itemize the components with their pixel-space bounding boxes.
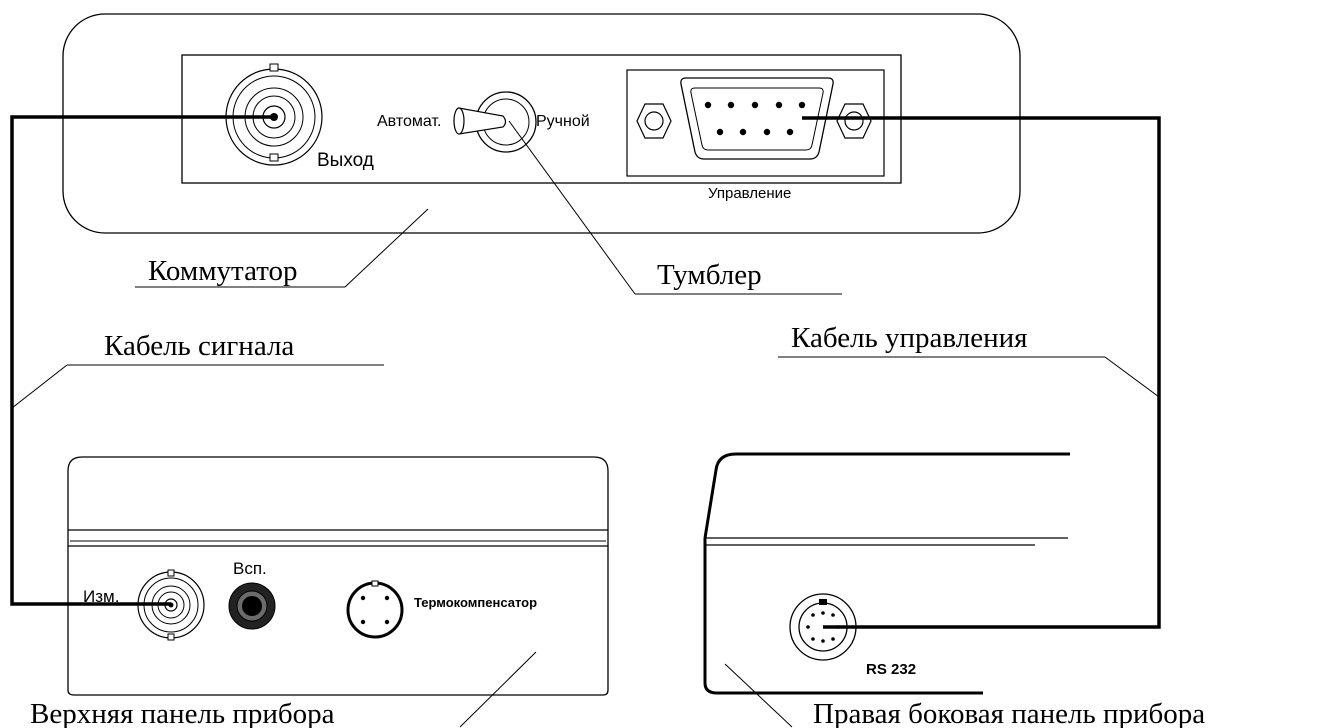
rs232-label: RS 232 <box>866 661 916 678</box>
signal-cable <box>10 115 274 606</box>
db9-control-connector[interactable] <box>626 69 885 177</box>
callout-switcher-label: Коммутатор <box>148 255 298 287</box>
callout-control-cable: Кабель управления <box>778 322 1160 398</box>
callout-side-panel: Правая боковая панель прибора <box>724 663 1205 728</box>
bnc-output-connector[interactable] <box>225 63 323 166</box>
callout-side-panel-label: Правая боковая панель прибора <box>813 698 1205 728</box>
callout-signal-cable: Кабель сигнала <box>11 330 384 409</box>
callout-top-panel: Верхняя панель прибора <box>30 651 537 728</box>
control-connector-label: Управление <box>708 185 791 202</box>
callout-toggle-label: Тумблер <box>657 259 762 291</box>
device-side-panel: RS 232 <box>703 452 1070 695</box>
bnc-measure-connector[interactable] <box>137 569 205 641</box>
switcher-body <box>62 13 1021 234</box>
measure-label: Изм. <box>83 587 119 606</box>
output-label: Выход <box>317 150 374 171</box>
control-cable <box>802 116 1161 629</box>
aux-jack-connector[interactable] <box>228 582 276 630</box>
auto-mode-label: Автомат. <box>377 113 441 130</box>
manual-mode-label: Ручной <box>536 113 590 130</box>
device-top-panel: Изм. Всп. Термокомпенсатор <box>67 456 609 696</box>
thermo-compensator-connector[interactable] <box>346 580 404 639</box>
callout-top-panel-label: Верхняя панель прибора <box>30 698 335 728</box>
toggle-switch[interactable] <box>453 91 537 153</box>
thermo-compensator-label: Термокомпенсатор <box>414 595 537 610</box>
callout-signal-cable-label: Кабель сигнала <box>104 330 294 362</box>
switcher-unit: Выход Автомат. Ручной <box>62 13 1021 234</box>
aux-label: Всп. <box>233 559 267 578</box>
callout-control-cable-label: Кабель управления <box>791 322 1027 354</box>
callout-toggle: Тумблер <box>508 120 842 295</box>
callout-switcher: Коммутатор <box>135 208 429 288</box>
